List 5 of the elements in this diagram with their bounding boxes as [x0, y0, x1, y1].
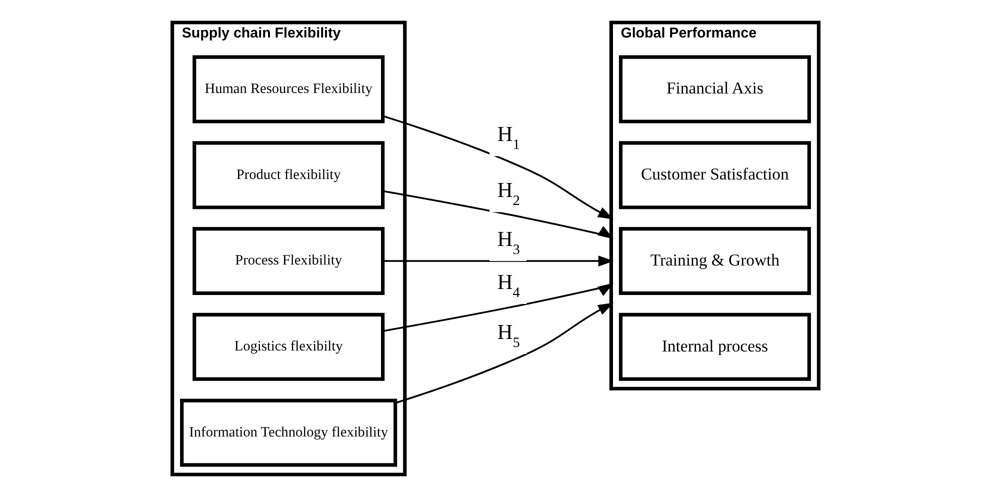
edge-label: H$_{1}$: [497, 122, 520, 154]
edge-label: H$_{5}$: [497, 320, 520, 352]
edge-label: H$_{2}$: [497, 178, 520, 210]
edge-label: H$_{3}$: [497, 226, 520, 258]
edge-label: H$_{4}$: [497, 270, 520, 301]
